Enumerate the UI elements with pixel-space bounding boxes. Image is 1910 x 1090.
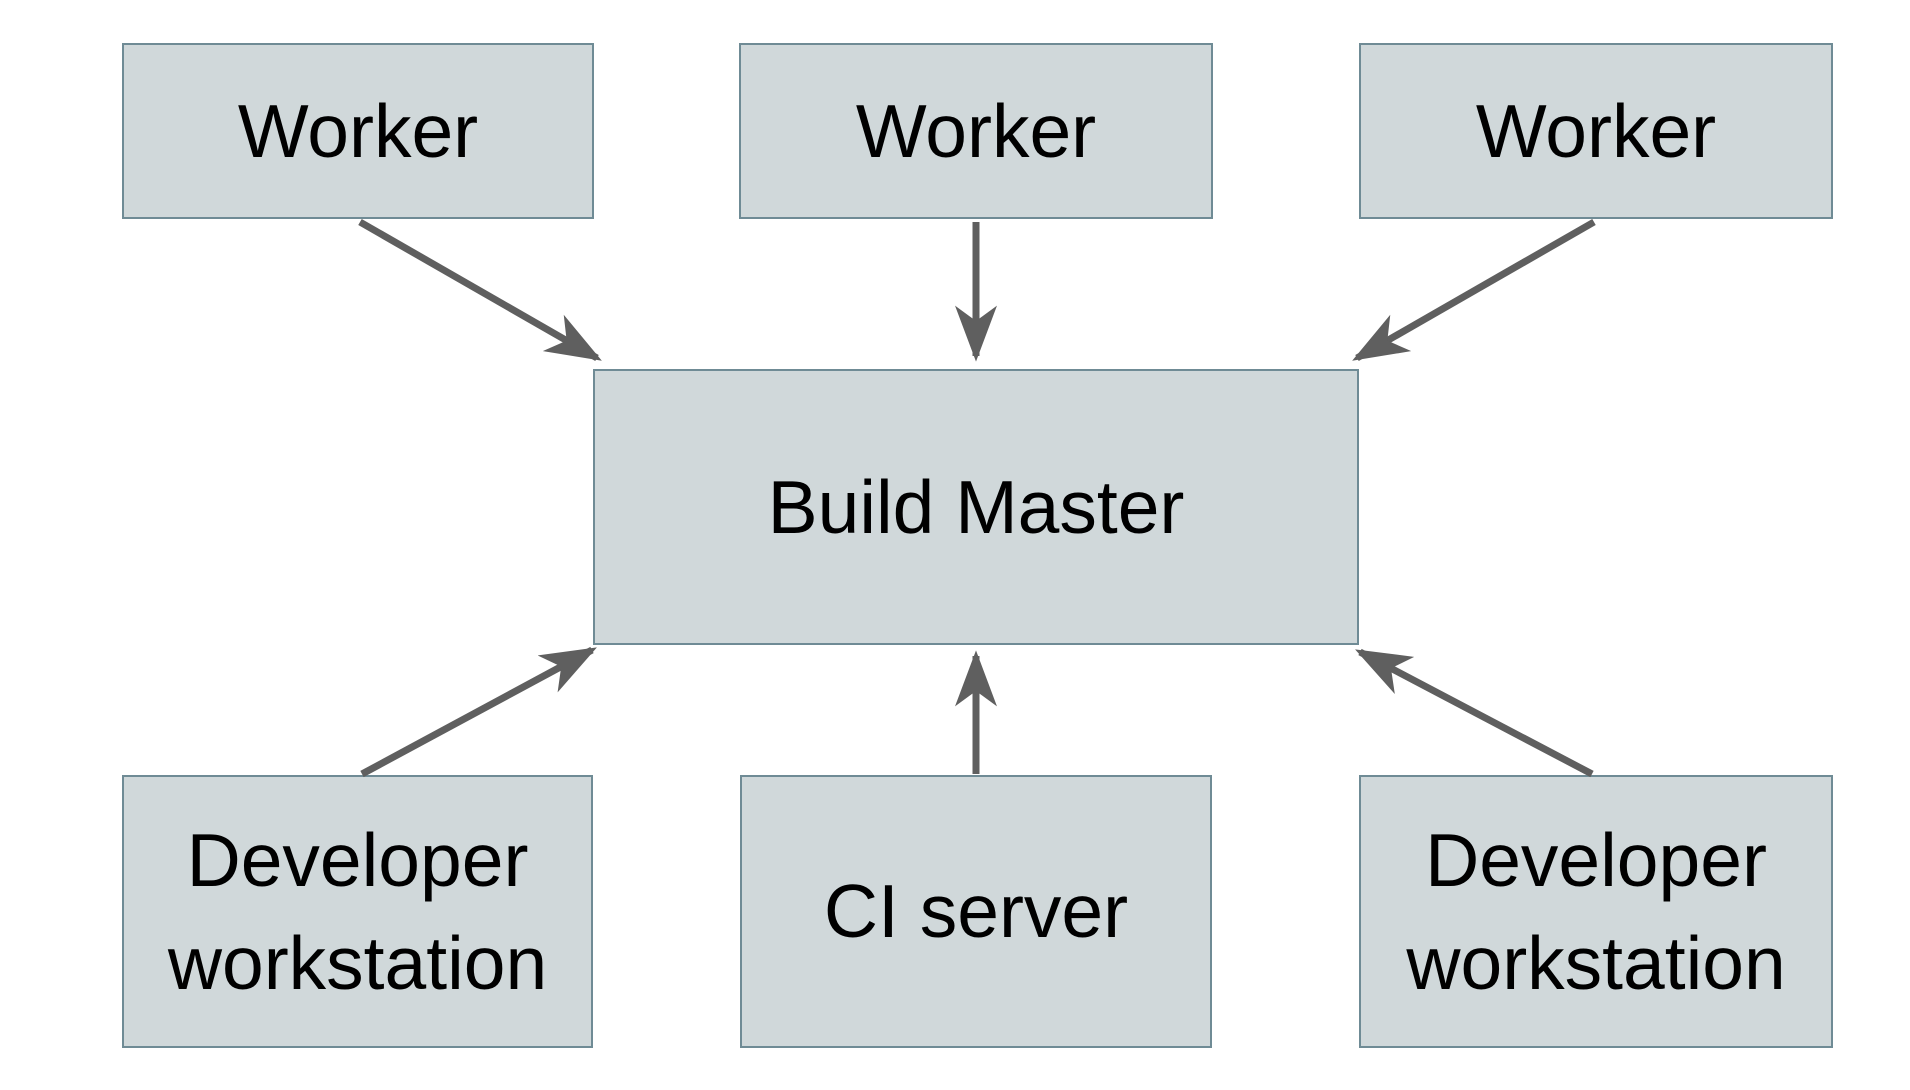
node-developer-workstation-right: Developer workstation	[1359, 775, 1833, 1048]
node-label: Developer workstation	[167, 817, 548, 1005]
node-label: Worker	[237, 88, 479, 173]
node-ci-server: CI server	[740, 775, 1212, 1048]
arrow-worker-right-to-build-master	[1352, 218, 1596, 362]
arrow-developer-workstation-left-to-build-master	[360, 646, 597, 778]
node-worker-left: Worker	[122, 43, 594, 219]
node-label: Build Master	[767, 464, 1185, 549]
node-label: CI server	[823, 869, 1129, 954]
node-label: Worker	[1475, 88, 1717, 173]
node-build-master: Build Master	[593, 369, 1359, 645]
arrow-worker-left-to-build-master	[358, 218, 602, 362]
arrow-developer-workstation-right-to-build-master	[1355, 648, 1594, 778]
node-developer-workstation-left: Developer workstation	[122, 775, 593, 1048]
node-worker-right: Worker	[1359, 43, 1833, 219]
node-label: Developer workstation	[1406, 817, 1786, 1005]
node-label: Worker	[855, 88, 1097, 173]
node-worker-center: Worker	[739, 43, 1213, 219]
